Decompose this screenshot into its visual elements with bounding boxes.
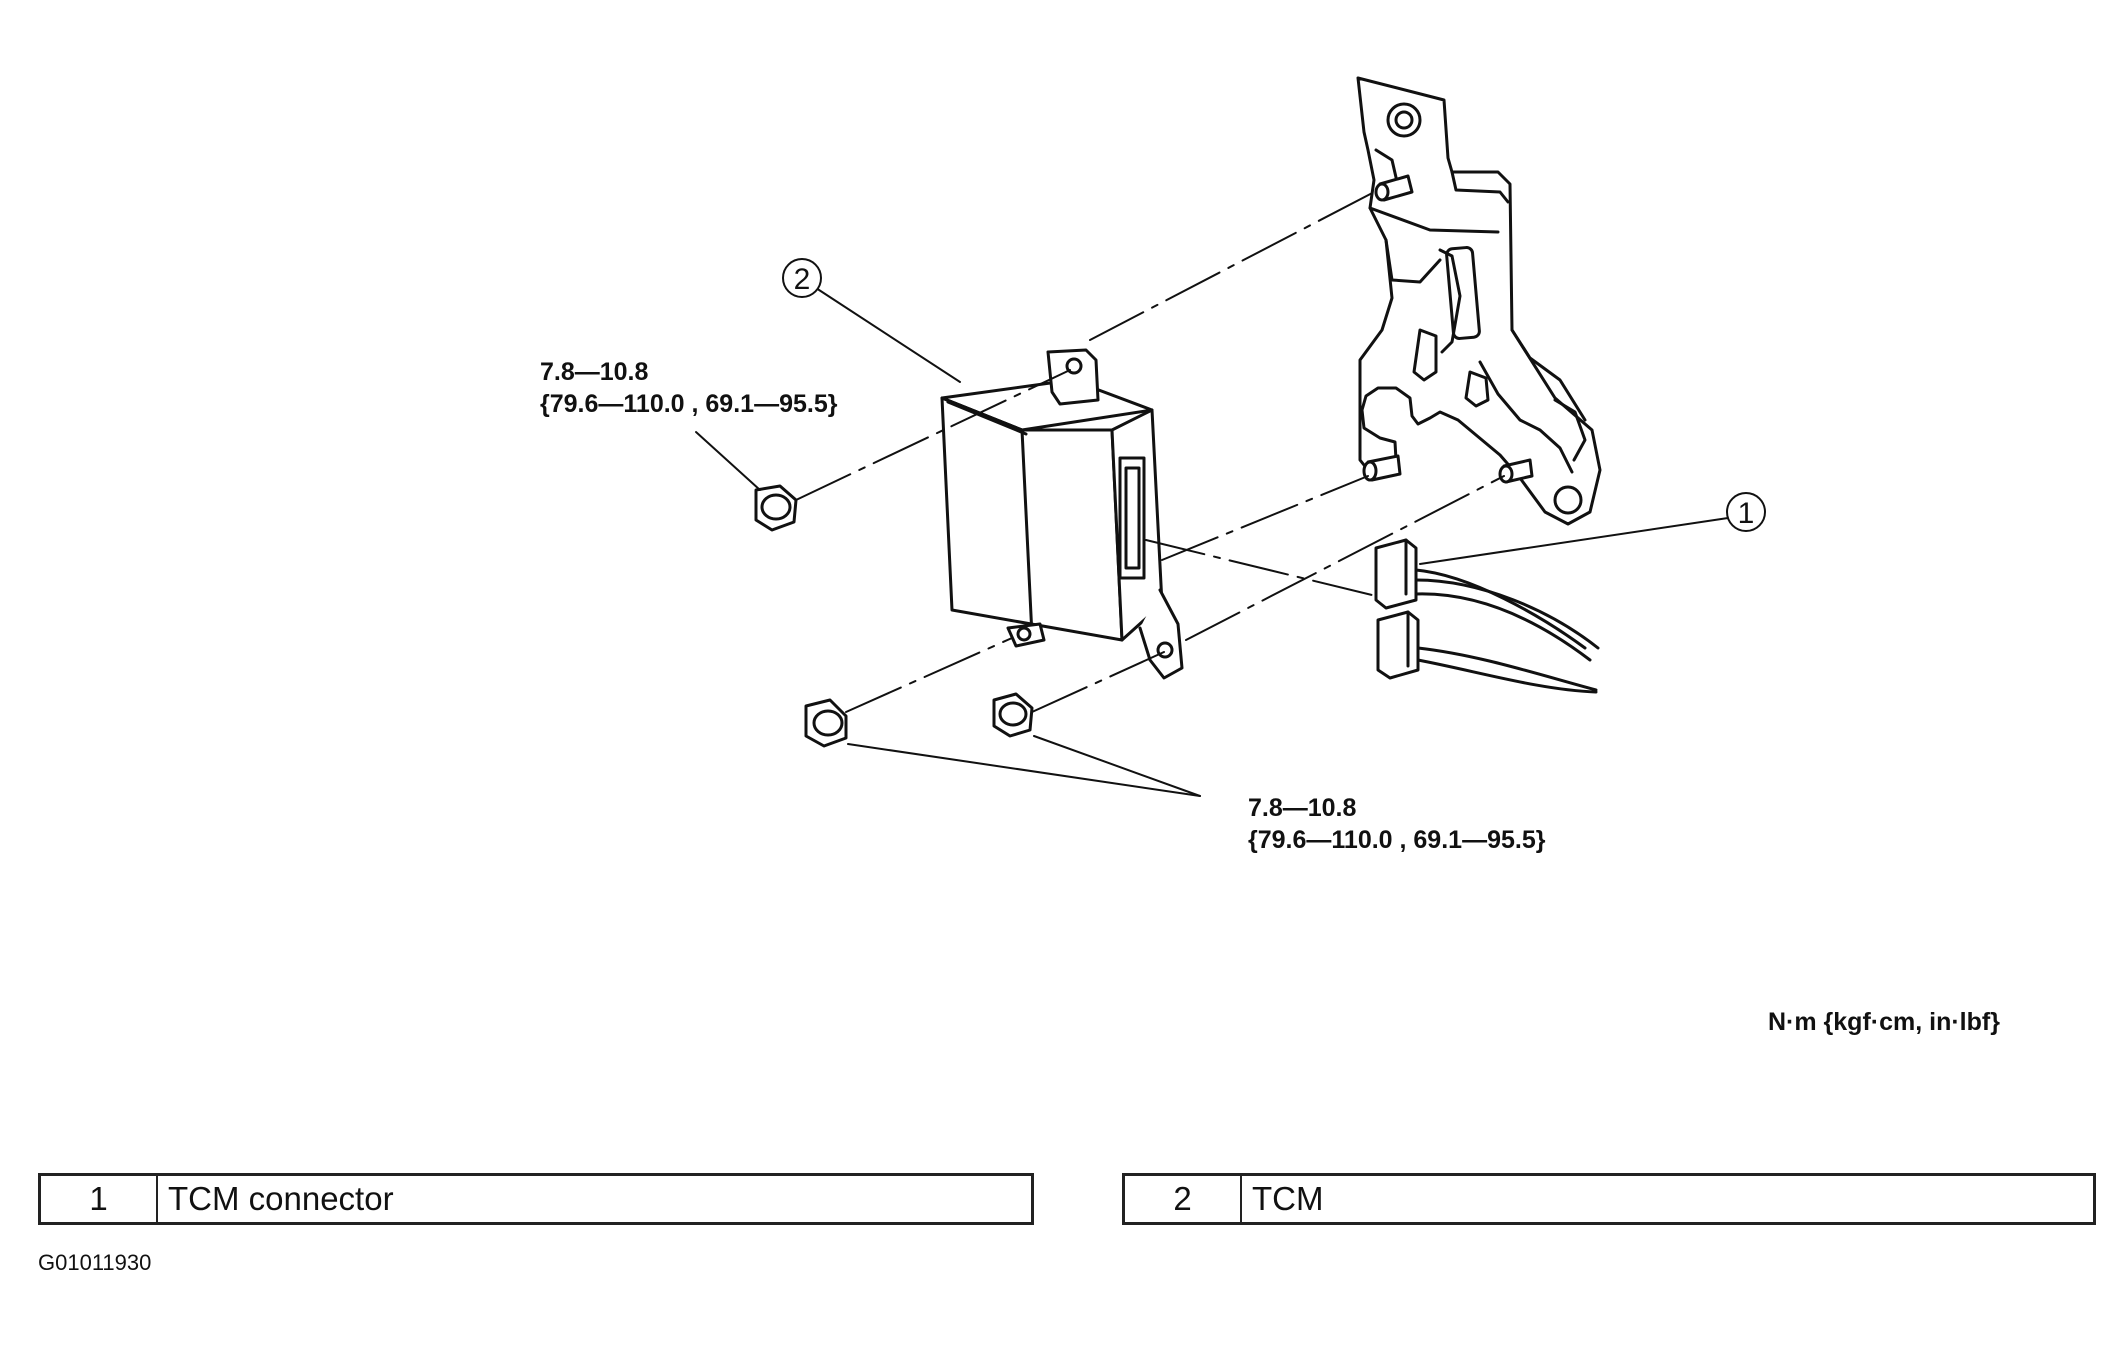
callout-2: 2 <box>782 258 822 298</box>
torque-lower-value: 7.8—10.8 <box>1248 794 1357 822</box>
nut-lower-right <box>992 692 1034 738</box>
legend-row-1: 1 TCM connector <box>38 1173 1034 1225</box>
leader-lines <box>695 287 1729 797</box>
torque-units-note: N·m {kgf·cm, in·lbf} <box>1768 1008 2000 1036</box>
bracket-studs <box>1362 174 1534 484</box>
callout-1-number: 1 <box>1738 497 1755 530</box>
tcm-connector <box>1374 538 1600 694</box>
legend-2-label: TCM <box>1252 1180 1324 1217</box>
torque-upper-value: 7.8—10.8 <box>540 358 649 386</box>
tcm-module <box>940 348 1184 680</box>
nut-lower-left <box>804 698 848 748</box>
figure-code: G01011930 <box>38 1250 152 1275</box>
alignment-lines <box>795 189 1505 713</box>
legend-1-label: TCM connector <box>168 1180 394 1217</box>
torque-upper-alt-units: {79.6—110.0 , 69.1—95.5} <box>540 390 838 418</box>
nut-upper <box>754 484 798 532</box>
legend-1-number: 1 <box>41 1176 158 1222</box>
legend-row-2: 2 TCM <box>1122 1173 2096 1225</box>
torque-lower-alt-units: {79.6—110.0 , 69.1—95.5} <box>1248 826 1546 854</box>
torque-spec-upper: 7.8—10.8 {79.6—110.0 , 69.1—95.5} <box>540 356 837 420</box>
callout-2-number: 2 <box>794 263 811 296</box>
mounting-bracket <box>1356 76 1602 526</box>
torque-spec-lower: 7.8—10.8 {79.6—110.0 , 69.1—95.5} <box>1248 792 1545 856</box>
legend-2-number: 2 <box>1125 1176 1242 1222</box>
callout-1: 1 <box>1726 492 1766 532</box>
